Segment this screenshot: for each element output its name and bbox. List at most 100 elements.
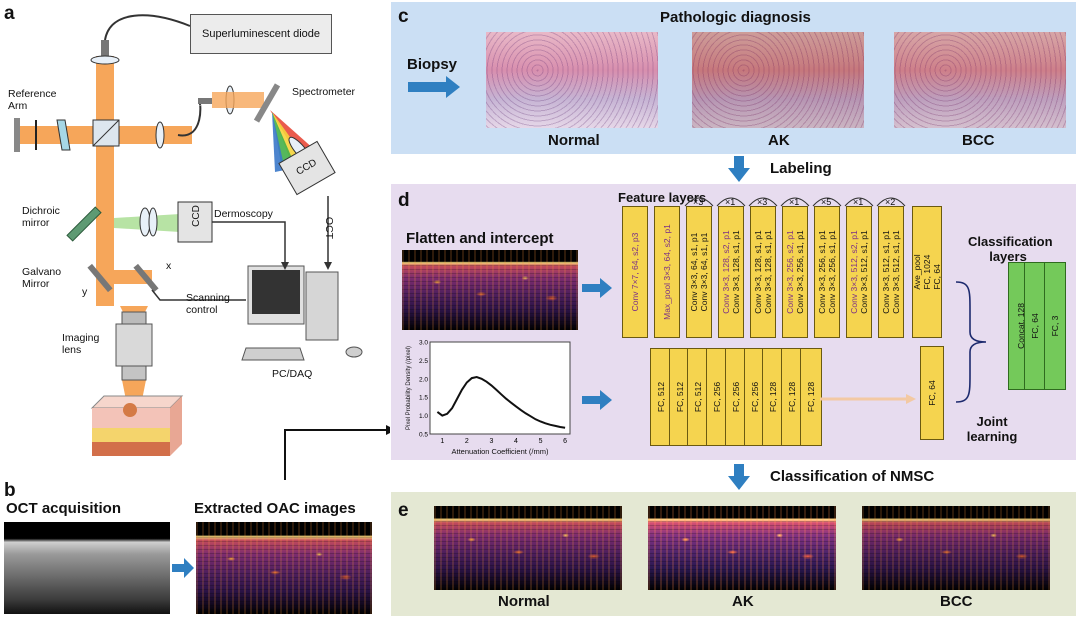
joint-learning-label: Joint learning	[966, 414, 1018, 444]
oac-bcc-image	[862, 506, 1050, 590]
fc64-final-layer: FC, 64	[1024, 262, 1046, 390]
histology-ak-image	[692, 32, 864, 128]
right-arrow-icon	[408, 76, 460, 98]
plot-xlabel: Attenuation Coefficient (/mm)	[452, 447, 549, 456]
imaging-lens-label: Imaging lens	[62, 332, 100, 356]
fc-layer-label: FC, 512	[674, 381, 685, 413]
concat-brace-icon	[955, 281, 987, 403]
repeat-label: ×3	[757, 197, 768, 207]
fc-layer-label: FC, 128	[768, 381, 779, 413]
ave-pool-line: Ave_pool	[912, 254, 922, 290]
fc-layer-label: FC, 128	[805, 381, 816, 413]
skip-arc	[780, 197, 810, 207]
repeat-label: ×2	[885, 197, 896, 207]
class-ak-label: AK	[768, 132, 790, 149]
oac-normal-image	[434, 506, 622, 590]
flattened-oac-image	[402, 250, 578, 330]
plot-xtick: 3	[489, 438, 493, 445]
plot-xtick: 4	[514, 438, 518, 445]
fc64-joint-layer: FC, 64	[920, 346, 944, 440]
fc3-label: FC, 3	[1050, 315, 1060, 337]
plot-ylabel: Pixel Probability Density (/pixel)	[406, 346, 412, 430]
repeat-label: ×3	[693, 197, 704, 207]
reference-arm-label: Reference Arm	[8, 88, 57, 112]
scanning-control-label: Scanning control	[186, 292, 230, 316]
repeat-label: ×1	[853, 197, 864, 207]
right-arrow-icon	[172, 558, 194, 578]
e-bcc-label: BCC	[940, 593, 973, 610]
pc-daq-label: PC/DAQ	[272, 368, 313, 380]
skip-arc	[716, 197, 746, 207]
x-axis-label: x	[166, 260, 172, 272]
fc-layer-label: FC, 256	[749, 381, 760, 413]
biopsy-label: Biopsy	[407, 56, 458, 73]
plot-ytick: 2.0	[419, 376, 428, 383]
feature-layers-label: Feature layers	[618, 190, 707, 205]
class-normal-label: Normal	[548, 132, 600, 149]
conv-layer: Conv 7×7, 64, s2, p3	[622, 206, 648, 338]
plot-ytick: 1.0	[419, 413, 428, 420]
fc-layer-label: FC, 128	[786, 381, 797, 413]
skip-arc	[876, 197, 906, 207]
right-arrow-icon	[582, 390, 612, 410]
skip-arc	[844, 197, 874, 207]
plot-ytick: 1.5	[419, 395, 428, 402]
panel-a-letter: a	[4, 3, 15, 24]
oct-setup-diagram	[14, 14, 390, 480]
panel-c-letter: c	[398, 6, 409, 27]
right-arrow-icon	[582, 278, 612, 298]
fc-layer-label: FC, 512	[693, 381, 704, 413]
class-bcc-label: BCC	[962, 132, 995, 149]
panel-b-letter: b	[4, 480, 16, 501]
superluminescent-diode-box: Superluminescent diode	[190, 14, 332, 54]
classification-layers-label: Classification layers	[968, 234, 1053, 264]
oct-acquisition-label: OCT acquisition	[6, 500, 122, 517]
galvano-mirror-label: Galvano Mirror	[22, 266, 62, 290]
dermoscopy-label: Dermoscopy	[214, 208, 273, 220]
pathologic-diagnosis-title: Pathologic diagnosis	[660, 9, 811, 26]
skip-arc	[812, 197, 842, 207]
down-arrow-icon	[728, 464, 750, 490]
fc-layer-label: FC, 256	[712, 381, 723, 413]
skip-arc	[684, 197, 714, 207]
fc-layer-label: FC, 256	[730, 381, 741, 413]
conv-layer: Max_pool 3×3, 64, s2, p1	[654, 206, 680, 338]
plot-xtick: 2	[465, 438, 469, 445]
plot-xtick: 6	[563, 438, 567, 445]
panel-e-letter: e	[398, 500, 409, 521]
labeling-label: Labeling	[770, 160, 832, 177]
dichroic-mirror-label: Dichroic mirror	[22, 205, 60, 229]
classification-nmsc-label: Classification of NMSC	[770, 468, 935, 485]
histology-normal-image	[486, 32, 658, 128]
fc64-final-label: FC, 64	[1030, 313, 1040, 339]
extracted-oac-image	[196, 522, 372, 614]
fc3-output-layer: FC, 3	[1044, 262, 1066, 390]
fc64-joint-label: FC, 64	[927, 380, 937, 406]
y-axis-label: y	[82, 286, 88, 298]
spectrometer-label: Spectrometer	[292, 86, 356, 98]
plot-ytick: 3.0	[419, 340, 428, 347]
fc-layer: FC, 128	[799, 348, 822, 446]
skip-arc	[748, 197, 778, 207]
fc64-line: FC, 64	[932, 264, 942, 290]
joint-arrow-icon	[820, 394, 916, 404]
panel-d-letter: d	[398, 190, 410, 211]
plot-ytick: 2.5	[419, 358, 428, 365]
histology-bcc-image	[894, 32, 1066, 128]
fc1024-line: FC, 1024	[922, 254, 932, 290]
down-arrow-icon	[728, 156, 750, 182]
oac-ak-image	[648, 506, 836, 590]
extracted-oac-label: Extracted OAC images	[194, 500, 356, 517]
plot-xtick: 5	[539, 438, 543, 445]
e-ak-label: AK	[732, 593, 754, 610]
oct-bscan-image	[4, 522, 170, 614]
flatten-intercept-label: Flatten and intercept	[406, 230, 554, 247]
repeat-label: ×1	[725, 197, 736, 207]
